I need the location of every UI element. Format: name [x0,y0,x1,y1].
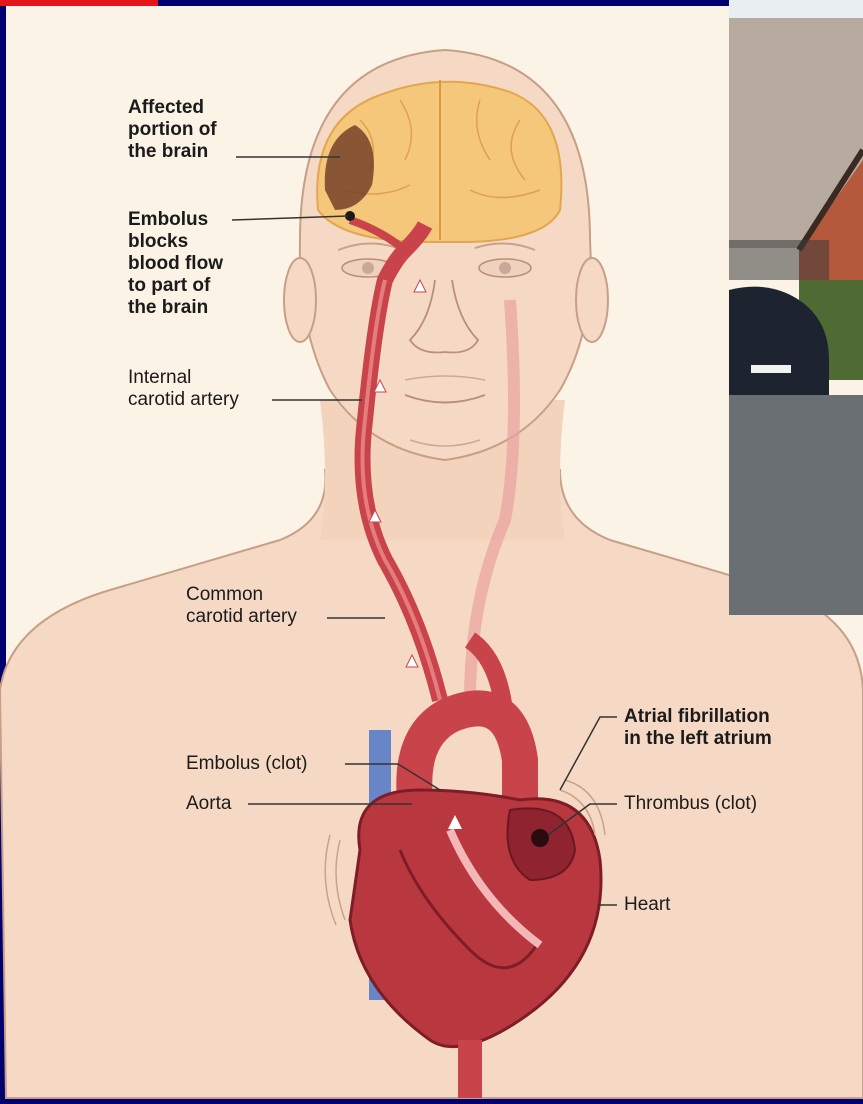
label-internal-carotid: Internal carotid artery [128,367,239,411]
label-heart: Heart [624,894,670,916]
right-ear [576,258,608,342]
label-affected-brain: Affected portion of the brain [128,97,217,163]
label-embolus-blocks: Embolus blocks blood flow to part of the… [128,209,223,319]
label-common-carotid: Common carotid artery [186,584,297,628]
label-atrial-fibrillation: Atrial fibrillation in the left atrium [624,706,772,750]
label-thrombus: Thrombus (clot) [624,793,757,815]
number-plate [751,365,791,373]
street-photo-image [729,0,863,615]
left-ear [284,258,316,342]
fence [729,240,829,280]
sky [729,0,863,20]
thrombus-clot [531,829,549,847]
label-embolus-clot: Embolus (clot) [186,753,307,775]
road [729,395,863,615]
photo-content [729,0,863,615]
label-aorta: Aorta [186,793,231,815]
